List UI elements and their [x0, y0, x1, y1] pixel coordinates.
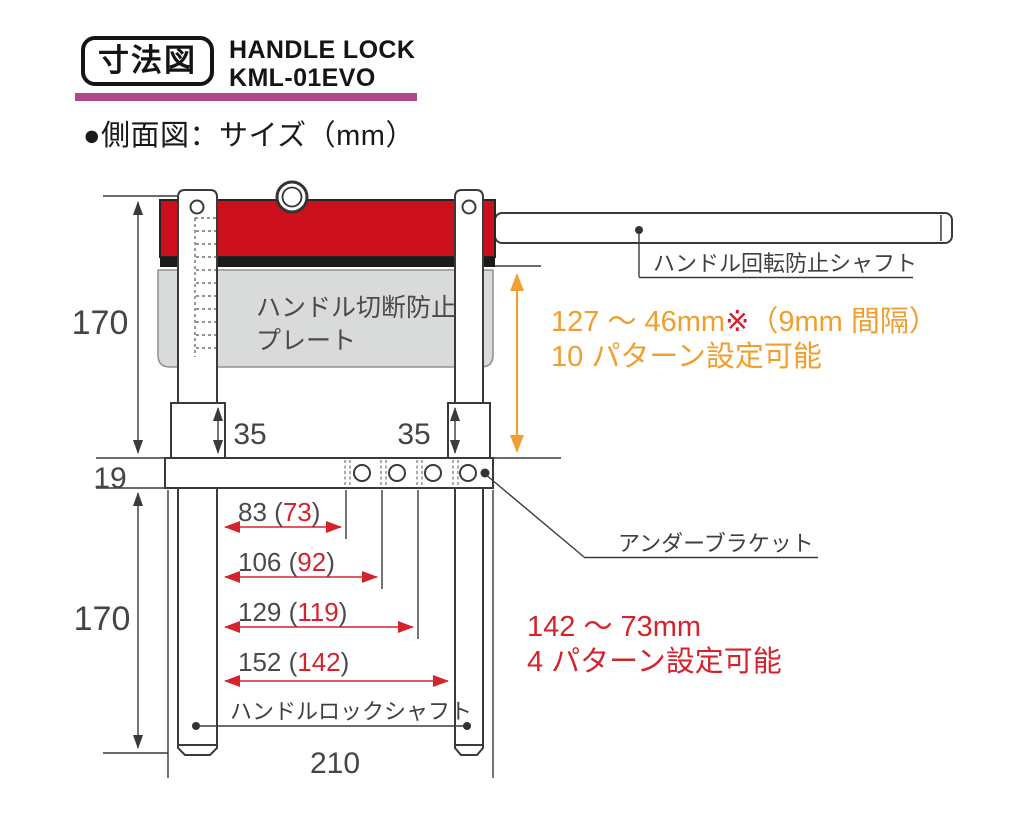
dim-row-106: 106 (92): [238, 547, 335, 577]
product-title: HANDLE LOCK KML-01EVO: [229, 36, 416, 92]
black-stripe: [160, 257, 495, 267]
dim-152-close: ): [341, 647, 350, 677]
leader-lines: [196, 230, 913, 727]
dim-210-value: 210: [310, 747, 360, 780]
leader-rotation-shaft: [638, 230, 913, 279]
bracket-patterns-annotation: 4 パターン設定可能: [527, 645, 782, 678]
red-dimension-arrows: [224, 521, 449, 687]
dim-row-129: 129 (119): [238, 597, 347, 627]
accent-rule: [75, 93, 417, 101]
under-bracket-bar: [164, 457, 494, 489]
shaft-patterns-annotation: 10 パターン設定可能: [551, 340, 822, 373]
extension-lines: [96, 195, 561, 778]
dim-170-bottom-value: 170: [74, 600, 131, 638]
left-foot: [177, 744, 218, 756]
bracket-hole-alt-positions: [344, 460, 459, 486]
left-post-hole: [189, 199, 205, 215]
rotation-shaft-label: ハンドル回転防止シャフト: [653, 251, 917, 276]
dim-152-main: 152 (: [238, 647, 298, 677]
dim-129-main: 129 (: [238, 597, 298, 627]
dim-83-close: ): [312, 497, 321, 527]
shaft-range-value: 127 ～ 46mm: [551, 306, 725, 338]
left-clamp-block: [170, 402, 226, 459]
diagram-type-badge: 寸法図: [81, 36, 214, 86]
dim-35-right-value: 35: [397, 418, 430, 451]
shaft-range-note-mark: ※: [725, 306, 749, 338]
dim-row-152: 152 (142): [238, 647, 349, 677]
shaft-range-interval: （9mm 間隔）: [749, 306, 938, 338]
under-bracket-label: アンダーブラケット: [618, 531, 814, 556]
dim-106-close: ): [326, 547, 335, 577]
right-foot: [454, 744, 484, 756]
bracket-range-annotation: 142 ～ 73mm: [527, 611, 701, 643]
leader-under-bracket: [484, 473, 818, 559]
dim-106-main: 106 (: [238, 547, 298, 577]
bracket-holes: [353, 464, 490, 482]
dim-83-main: 83 (: [238, 497, 283, 527]
dim-row-83: 83 (73): [238, 497, 320, 527]
plate-label-line2: プレート: [256, 327, 356, 355]
dim-106-alt: 92: [297, 547, 326, 577]
lock-shaft-dot-left: [192, 722, 200, 730]
rotation-shaft: [494, 212, 953, 244]
product-title-line2: KML-01EVO: [229, 63, 376, 92]
lock-shaft-label: ハンドルロックシャフト: [230, 699, 472, 724]
ring: [275, 180, 309, 214]
right-post-hole: [461, 199, 477, 215]
product-title-line1: HANDLE LOCK: [229, 36, 416, 64]
plate-label-line1: ハンドル切断防止: [256, 294, 456, 322]
dim-129-close: ): [339, 597, 348, 627]
section-title: ●側面図：サイズ（mm）: [83, 120, 415, 152]
dim-152-alt: 142: [297, 647, 340, 677]
black-dimension-arrows: [133, 201, 460, 749]
dim-19-value: 19: [93, 462, 126, 495]
shaft-range-annotation: 127 ～ 46mm※（9mm 間隔）: [551, 306, 938, 338]
shaft-leader-dot: [635, 226, 643, 234]
lock-shaft-dot-right: [463, 722, 471, 730]
dim-129-alt: 119: [297, 597, 338, 627]
dim-83-alt: 73: [283, 497, 312, 527]
dim-170-top-value: 170: [72, 304, 129, 342]
dim-35-left-value: 35: [233, 418, 266, 451]
